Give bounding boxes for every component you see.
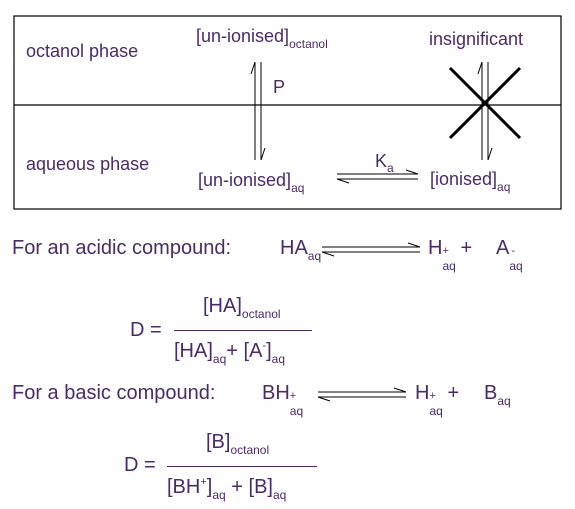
term-sub: aq <box>429 404 443 418</box>
basic-fraction-bar <box>167 466 317 467</box>
acidic-numerator: [HA]octanol <box>203 295 281 320</box>
acidic-d-label: D = <box>130 319 162 341</box>
term-sub: aq <box>509 259 523 273</box>
acidic-compound-label: For an acidic compound: <box>12 237 232 259</box>
acidic-product-a: A- aq <box>496 237 527 272</box>
term-main: [B] <box>206 431 231 453</box>
acidic-denominator: [HA]aq+ [A-]aq <box>174 340 285 366</box>
term-main: [BH <box>167 476 201 498</box>
term-sup: + <box>429 390 436 402</box>
term-main: [B] <box>248 476 273 498</box>
ionised-aq-term: [ionised]aq <box>430 169 510 193</box>
term-main: A <box>496 237 510 259</box>
term-sub: aq <box>307 249 322 263</box>
acidic-product-h: H+aq+ <box>428 237 473 272</box>
term-sub: aq <box>497 180 511 194</box>
basic-compound-label: For a basic compound: <box>12 382 216 404</box>
acidic-fraction-bar <box>174 330 312 331</box>
term-main: H <box>428 237 443 259</box>
term-sub: aq <box>272 488 287 502</box>
basic-product-b: Baq <box>484 382 511 407</box>
term-sup: - <box>262 340 267 352</box>
term-main: [un-ionised] <box>198 170 292 190</box>
term-sub: aq <box>289 404 304 418</box>
plus-sign: + <box>231 476 243 498</box>
term-main: [HA] <box>174 340 213 362</box>
phase-box <box>13 15 562 210</box>
term-main: BH <box>262 382 290 404</box>
term-sub: octanol <box>230 443 270 457</box>
term-sub: octanol <box>241 307 281 321</box>
term-sup: + <box>442 245 449 257</box>
octanol-phase-label: octanol phase <box>26 41 139 61</box>
term-sub: octanol <box>289 37 328 51</box>
partition-equilibrium-arrows <box>250 61 266 161</box>
cross-out-mark <box>448 66 522 140</box>
ka-equilibrium-arrows <box>336 169 419 184</box>
term-close: ] <box>206 476 213 498</box>
term-main: B <box>484 382 498 404</box>
ka-sub: a <box>387 161 394 175</box>
basic-reactant: BH+ aq <box>262 382 308 417</box>
acidic-reactant: HAaq <box>280 237 321 262</box>
unionised-octanol-term: [un-ionised]octanol <box>196 26 328 50</box>
insignificant-equilibrium-arrows <box>477 61 493 161</box>
plus-sign: + <box>460 237 473 259</box>
term-sub: aq <box>291 181 305 195</box>
term-sup: + <box>289 390 297 402</box>
insignificant-label: insignificant <box>429 29 524 49</box>
term-main: HA <box>280 237 308 259</box>
term-main: [un-ionised] <box>196 26 290 46</box>
term-sub: aq <box>212 488 226 502</box>
term-sup: + <box>200 476 207 488</box>
term-sup: - <box>511 245 516 257</box>
plus-sign: + <box>226 340 238 362</box>
unionised-aq-term: [un-ionised]aq <box>198 170 304 194</box>
ka-main: K <box>375 151 388 171</box>
aqueous-phase-label: aqueous phase <box>26 154 150 174</box>
basic-equilibrium-arrows <box>317 387 407 402</box>
basic-d-label: D = <box>124 454 156 476</box>
term-sub: aq <box>442 259 456 273</box>
term-main: [A <box>243 340 263 362</box>
basic-denominator: [BH+]aq + [B]aq <box>167 476 286 502</box>
term-sub: aq <box>212 352 227 366</box>
basic-numerator: [B]octanol <box>206 431 269 456</box>
term-sub: aq <box>271 352 286 366</box>
plus-sign: + <box>447 382 460 404</box>
term-main: [HA] <box>203 295 242 317</box>
term-sub: aq <box>497 394 511 408</box>
partition-coefficient-label: P <box>273 77 286 97</box>
basic-product-h: H+aq+ <box>415 382 460 417</box>
term-close: ] <box>266 340 272 362</box>
term-main: H <box>415 382 430 404</box>
ka-label: Ka <box>375 151 394 174</box>
term-main: [ionised] <box>430 169 498 189</box>
acidic-equilibrium-arrows <box>321 242 421 257</box>
